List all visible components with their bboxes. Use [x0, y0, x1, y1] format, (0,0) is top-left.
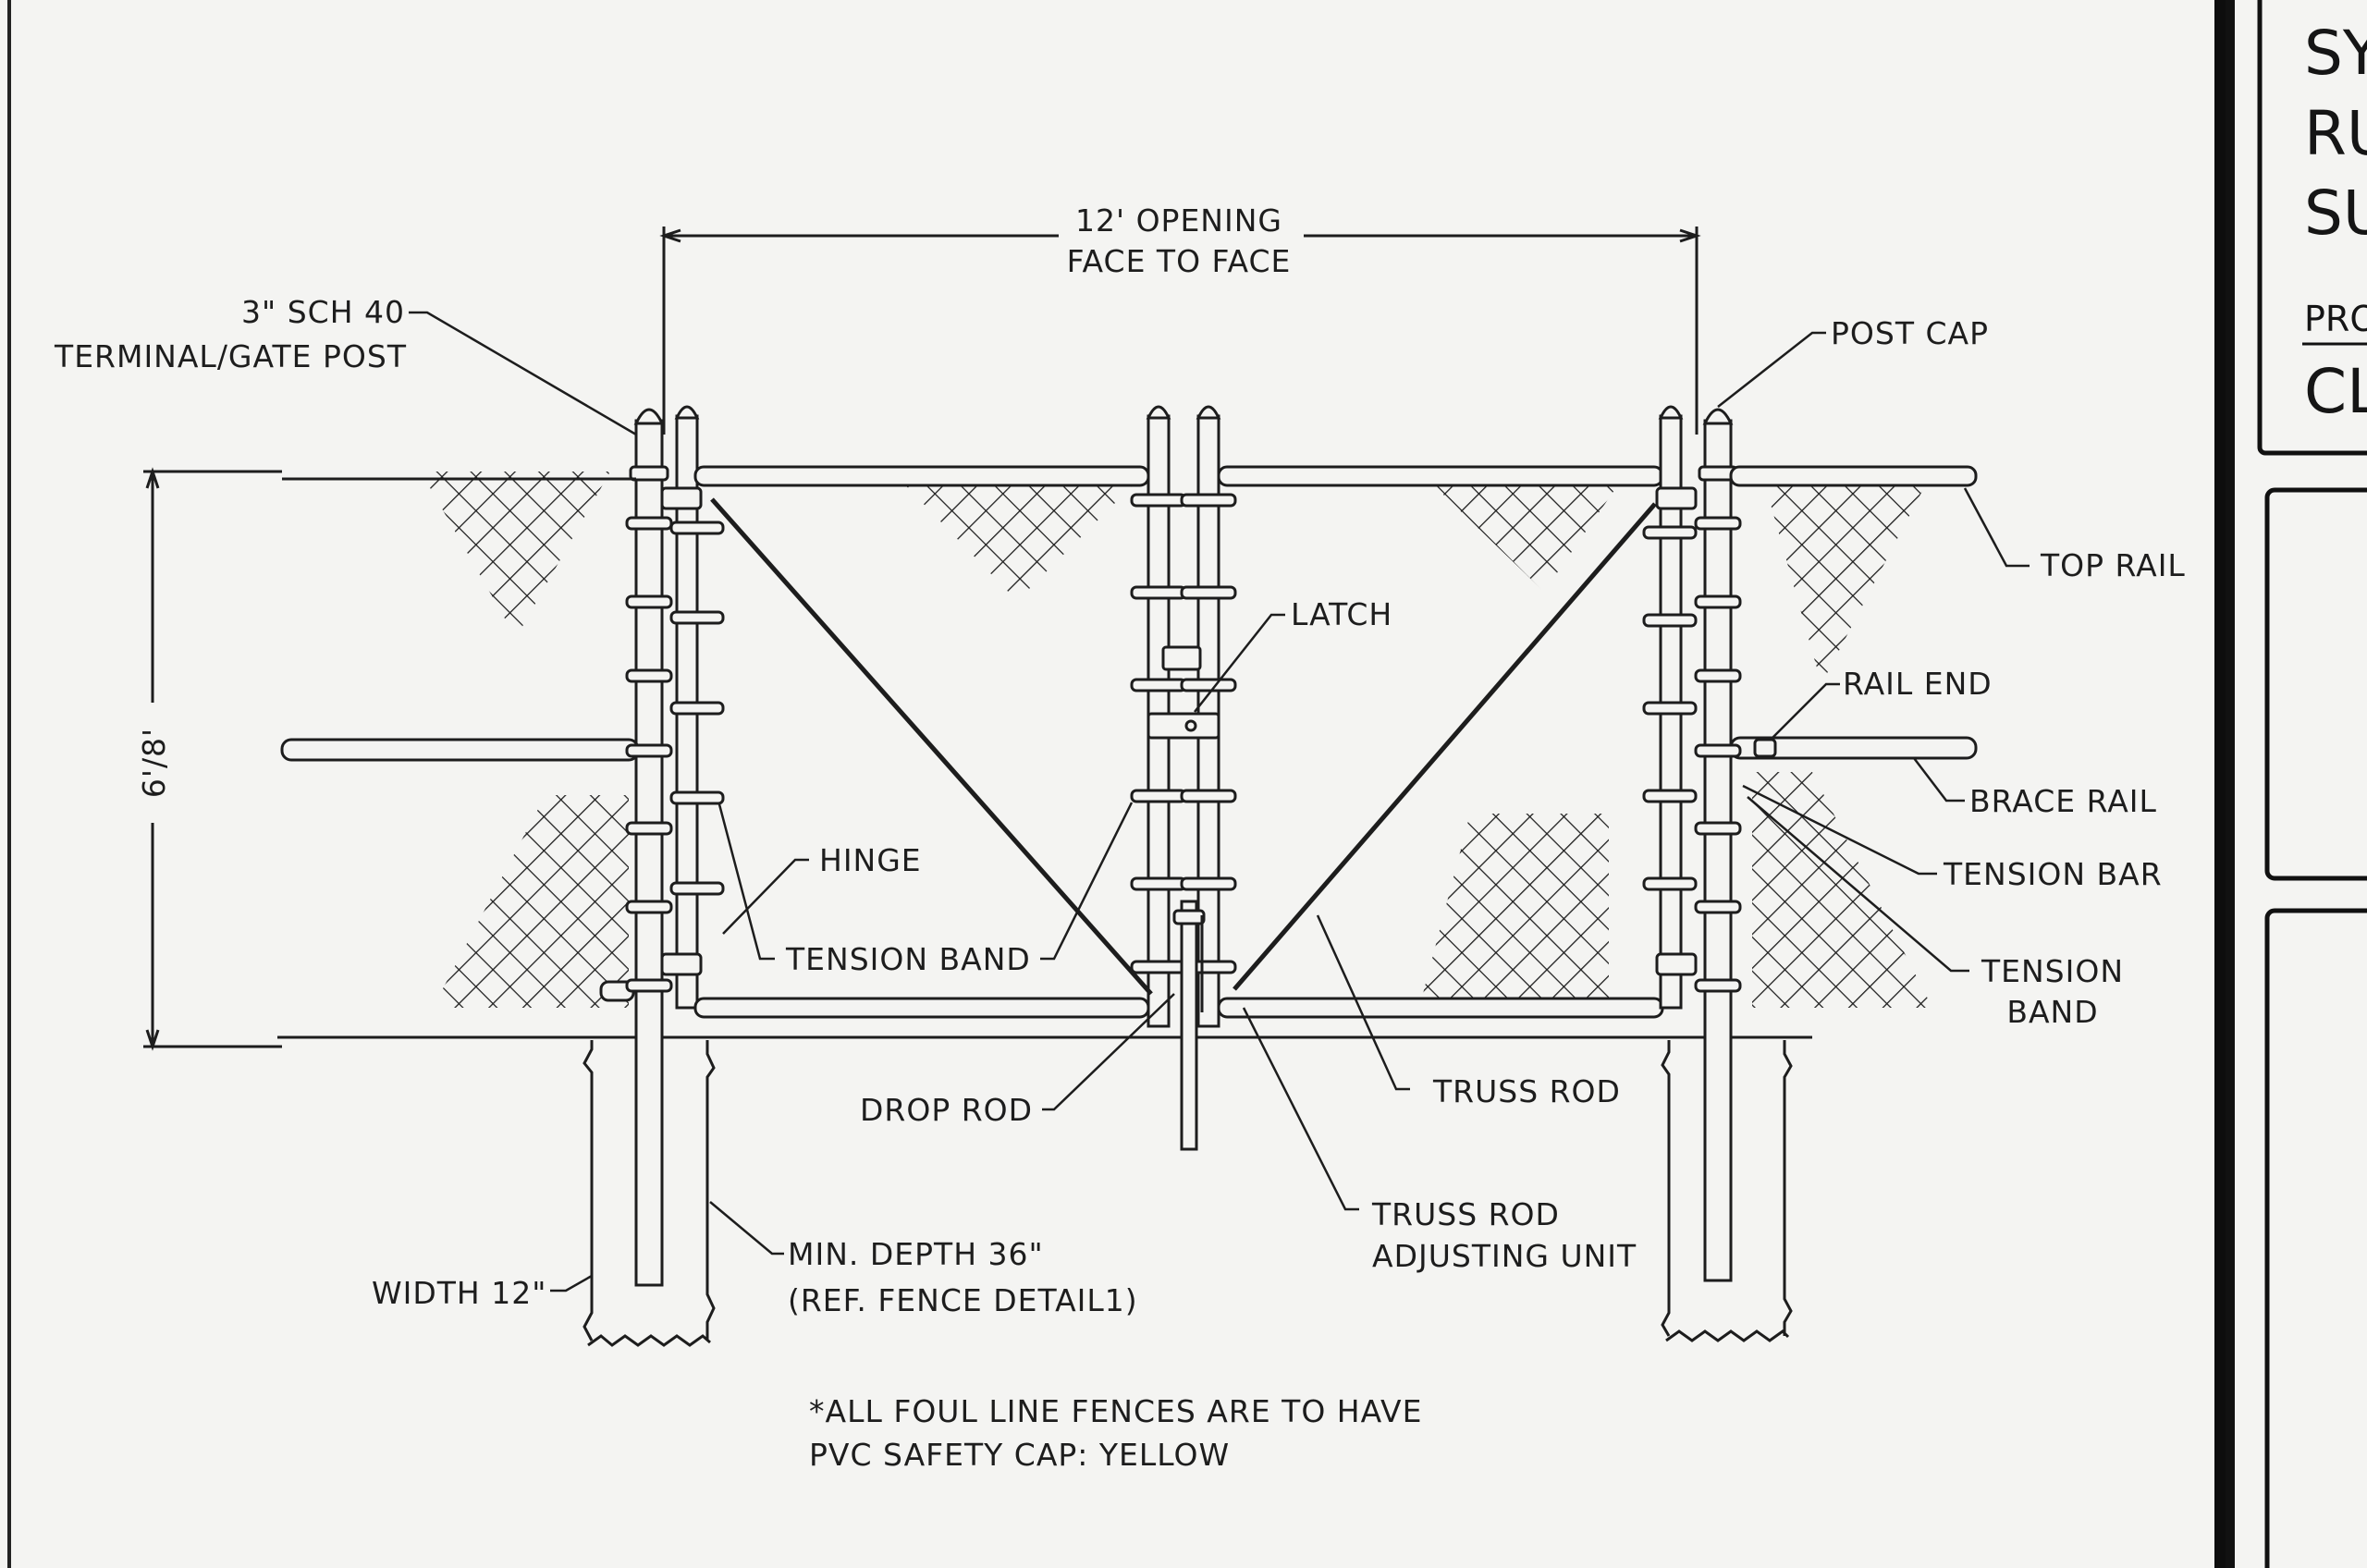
- label-tension-band-right-1: TENSION: [1981, 953, 2124, 989]
- label-terminal-gate-post: TERMINAL/GATE POST: [54, 338, 407, 374]
- right-hinges: [1655, 486, 1698, 976]
- opening-dimension-text-2: FACE TO FACE: [1067, 243, 1292, 279]
- label-tension-bar: TENSION BAR: [1943, 856, 2163, 892]
- label-sch40: 3" SCH 40: [241, 294, 405, 330]
- concrete-footing-left: [583, 1040, 716, 1347]
- label-tension-band-left: TENSION BAND: [785, 941, 1031, 977]
- right-terminal-post: [1658, 405, 1738, 1282]
- label-truss-rod-adjusting-1: TRUSS ROD: [1371, 1196, 1560, 1232]
- note-line-1: *ALL FOUL LINE FENCES ARE TO HAVE: [809, 1393, 1422, 1429]
- opening-dimension-text-1: 12' OPENING: [1075, 202, 1282, 239]
- left-leaf-bands: [669, 493, 1187, 974]
- label-post-cap: POST CAP: [1831, 315, 1989, 351]
- right-tension-bands: [1642, 516, 1742, 993]
- label-brace-rail: BRACE RAIL: [1969, 783, 2157, 819]
- label-truss-rod: TRUSS ROD: [1432, 1073, 1621, 1109]
- left-hinges: [660, 486, 703, 976]
- label-min-depth-1: MIN. DEPTH 36": [788, 1236, 1044, 1272]
- label-truss-rod-adjusting-2: ADJUSTING UNIT: [1372, 1238, 1637, 1274]
- label-hinge: HINGE: [819, 842, 922, 878]
- title-block-text-1: SY: [2304, 18, 2367, 89]
- height-dimension-text: 6'/8': [136, 728, 172, 798]
- leader-lines: [409, 311, 2030, 1292]
- note-line-2: PVC SAFETY CAP: YELLOW: [809, 1437, 1230, 1473]
- label-tension-band-right-2: BAND: [2006, 994, 2098, 1030]
- title-block-text-4: PRO: [2304, 299, 2367, 339]
- left-tension-bands: [625, 516, 673, 993]
- label-top-rail: TOP RAIL: [2040, 547, 2186, 583]
- left-terminal-post: [629, 405, 700, 1287]
- label-width: WIDTH 12": [372, 1275, 546, 1311]
- label-latch: LATCH: [1291, 596, 1392, 632]
- right-leaf-bands: [1180, 493, 1237, 974]
- height-dimension: [143, 467, 282, 1051]
- chain-link-mesh: [421, 472, 1932, 1008]
- title-block-text-5: CL: [2304, 356, 2367, 427]
- label-drop-rod: DROP ROD: [860, 1092, 1033, 1128]
- label-rail-end: RAIL END: [1843, 666, 1993, 702]
- right-rails: [1729, 465, 1978, 760]
- title-block: [2214, 0, 2367, 1568]
- title-block-text-2: RU: [2304, 98, 2367, 169]
- opening-dimension: [659, 227, 1701, 435]
- concrete-footing-right: [1661, 1040, 1793, 1342]
- drop-rod: [1172, 900, 1206, 1151]
- label-min-depth-2: (REF. FENCE DETAIL1): [788, 1282, 1138, 1318]
- title-block-text-3: SU: [2304, 178, 2367, 249]
- gate-latch: [1147, 645, 1220, 740]
